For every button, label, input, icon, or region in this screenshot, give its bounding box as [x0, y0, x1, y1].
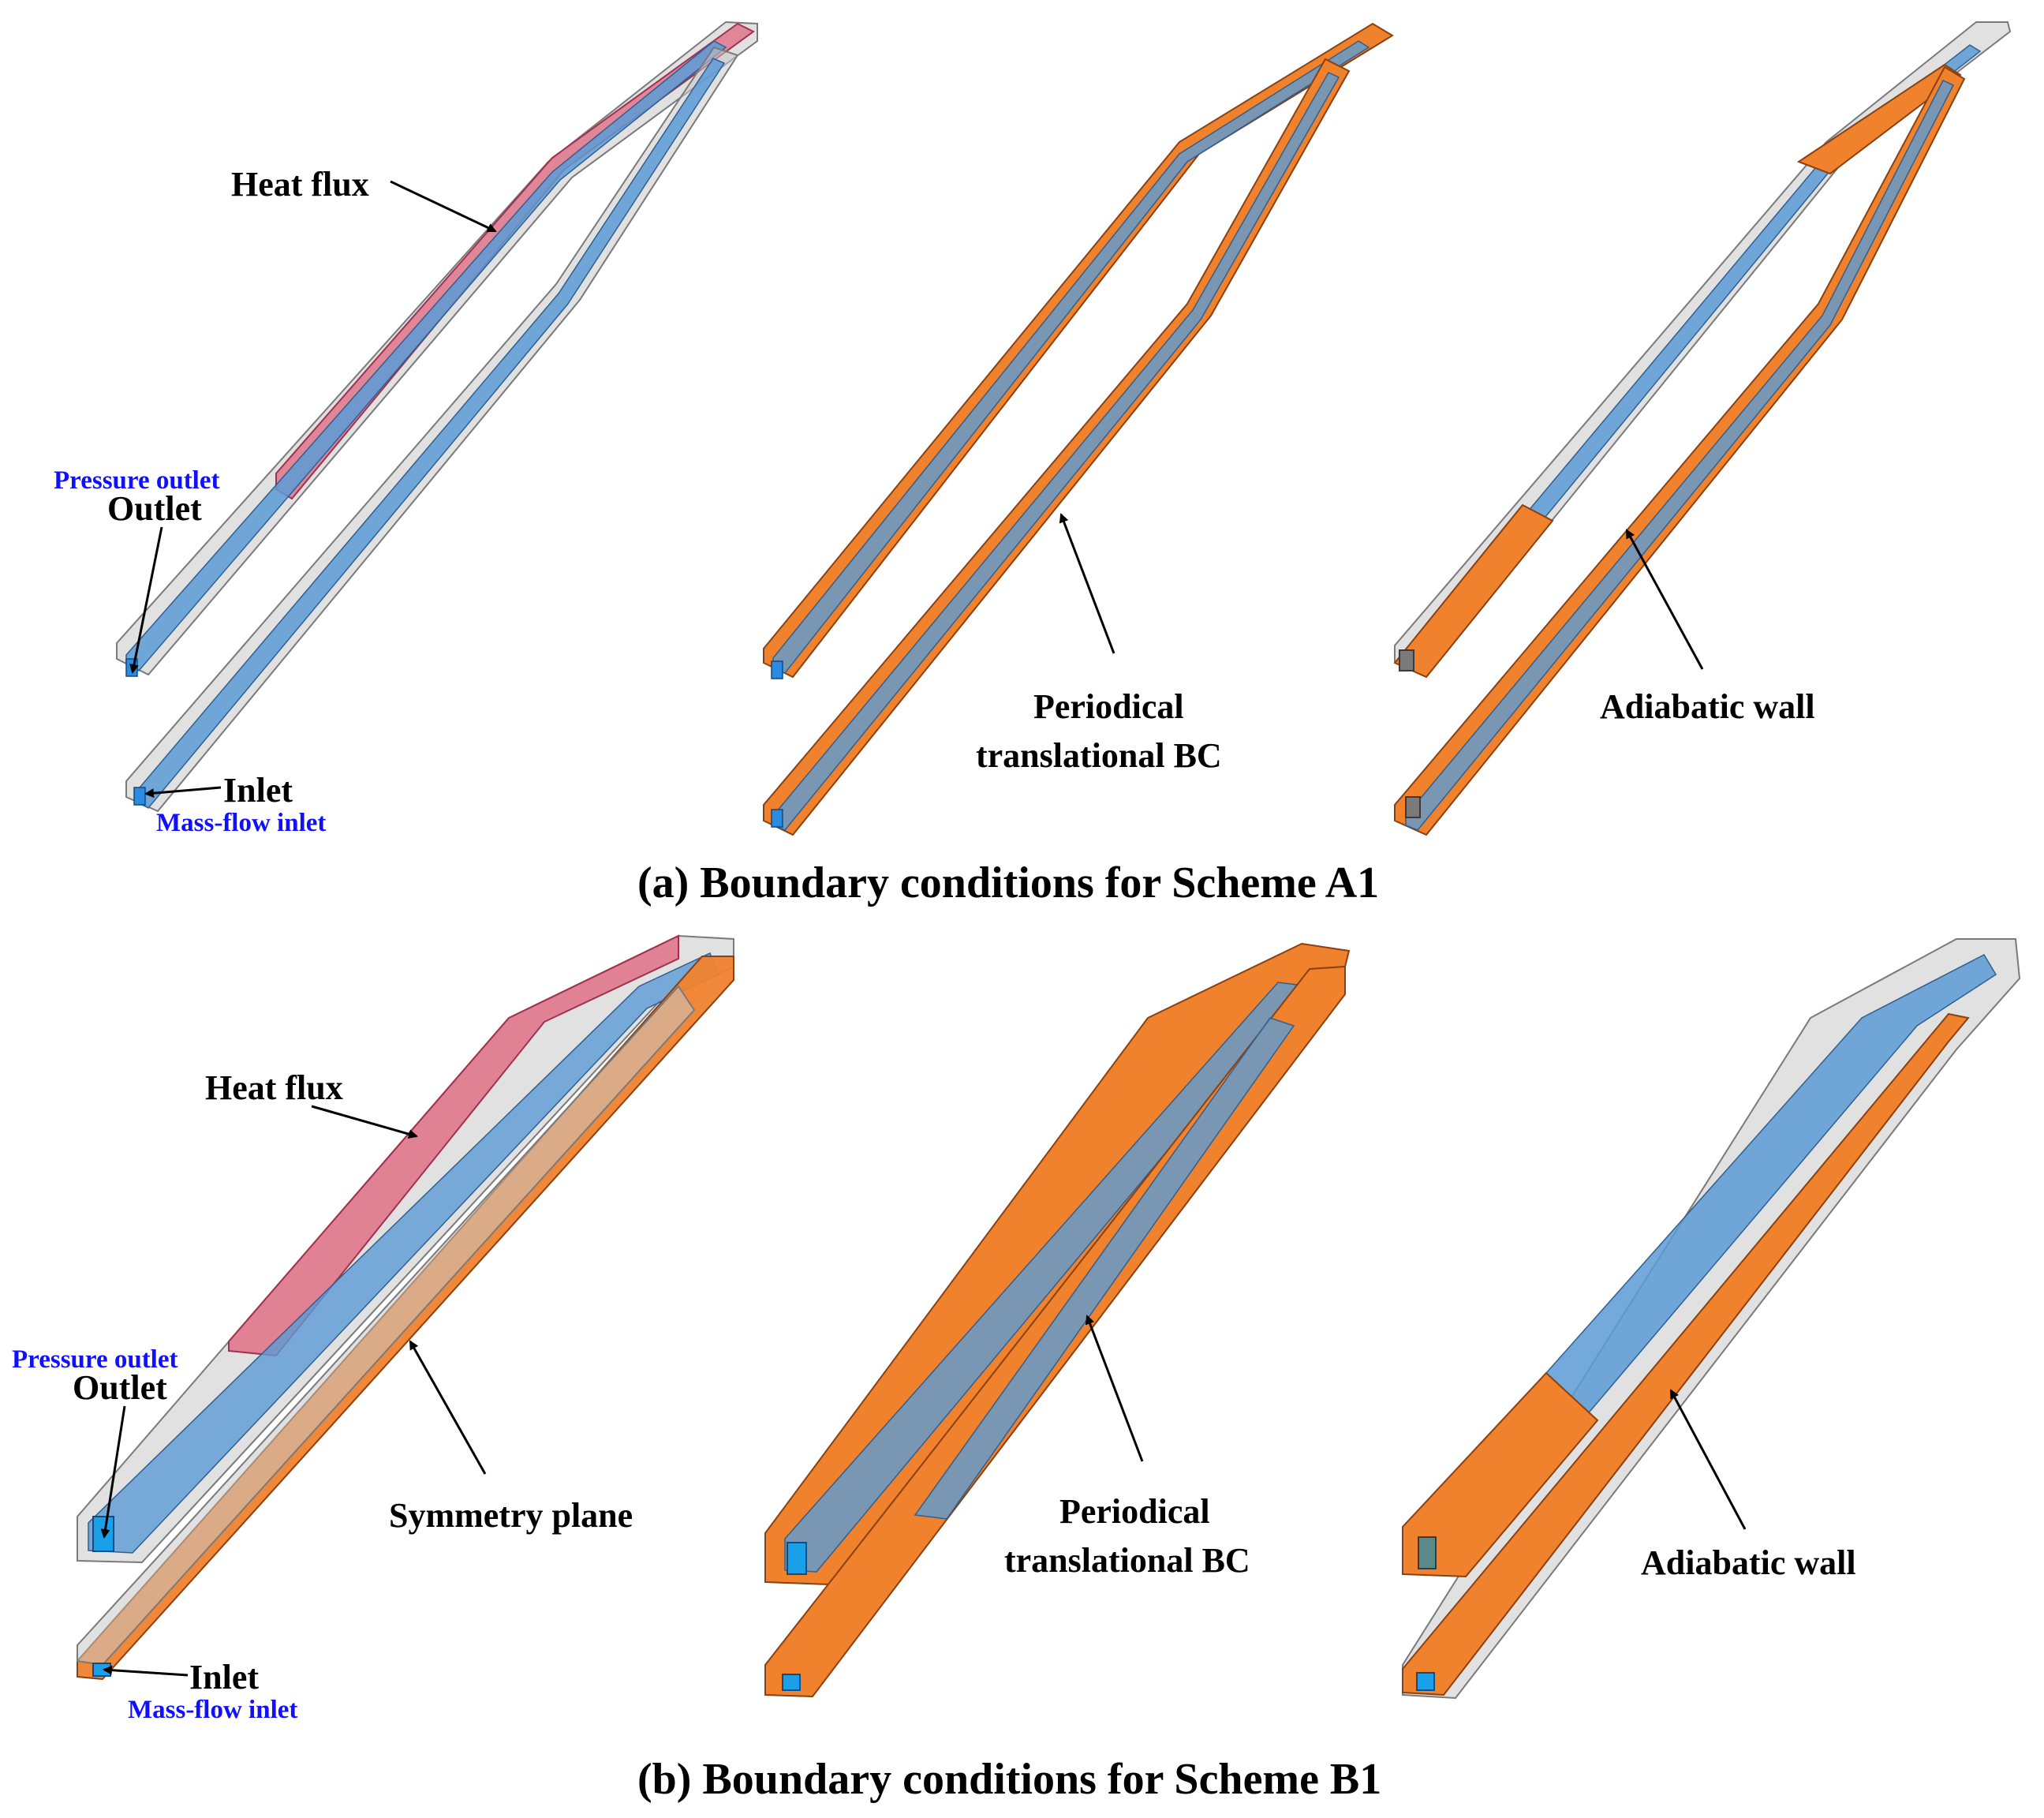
- b2-periodic-line1: Periodical: [1059, 1492, 1210, 1531]
- a2-periodic-line2: translational BC: [976, 736, 1222, 775]
- b1-heat-flux-label: Heat flux: [205, 1068, 343, 1107]
- b2-outlet-face: [787, 1542, 807, 1575]
- a1-heat-flux-arrow: [390, 180, 497, 233]
- b3-adiabatic-arrow: [1669, 1389, 1747, 1530]
- a1-inlet-face: [133, 787, 146, 806]
- b3-upper-adiabatic: [1402, 1371, 1599, 1578]
- a1-upper-solid: [116, 21, 758, 676]
- a3-upper-adiabatic-top: [1796, 63, 1962, 175]
- b1-heat-flux-arrow: [311, 1105, 418, 1139]
- a3-lower-fluid: [1405, 80, 1955, 831]
- b1-inlet-label: Inlet: [189, 1658, 259, 1696]
- b1-pressure-outlet-label: Pressure outlet: [12, 1345, 178, 1374]
- b1-symmetry-arrow: [409, 1340, 487, 1475]
- a1-inlet-label: Inlet: [223, 771, 293, 810]
- model-b2-geometry: [764, 942, 1351, 1698]
- b3-outlet-face: [1418, 1536, 1437, 1569]
- panel-a: Heat flux Pressure outlet Outlet Inlet M…: [54, 21, 2012, 907]
- model-b3-geometry: [1402, 938, 2021, 1700]
- b1-symmetry-label: Symmetry plane: [389, 1496, 633, 1535]
- b1-lower-solid: [77, 985, 696, 1666]
- a1-outlet-label: Outlet: [107, 489, 202, 528]
- b3-lower-adiabatic: [1402, 1012, 1970, 1696]
- b1-inlet-arrow: [103, 1665, 189, 1677]
- b3-adiabatic-label: Adiabatic wall: [1641, 1543, 1856, 1582]
- panel-a-caption: (a) Boundary conditions for Scheme A1: [637, 858, 1379, 907]
- model-b1-geometry: [77, 934, 734, 1681]
- panel-b-caption: (b) Boundary conditions for Scheme B1: [637, 1755, 1381, 1804]
- model-a1-geometry: [116, 21, 758, 813]
- model-a2-geometry: [763, 22, 1394, 836]
- a2-periodic-arrow: [1059, 513, 1115, 654]
- b2-periodic-arrow: [1085, 1315, 1144, 1462]
- a1-heat-flux-label: Heat flux: [231, 165, 369, 204]
- a2-lower-periodic: [763, 58, 1351, 836]
- a2-lower-fluid: [772, 72, 1340, 831]
- a1-lower-fluid: [135, 58, 726, 809]
- b3-inlet-face: [1416, 1672, 1435, 1691]
- a1-inlet-arrow: [144, 786, 222, 799]
- a1-outlet-arrow: [129, 526, 163, 674]
- a1-lower-solid: [125, 46, 739, 813]
- b1-mass-flow-inlet-label: Mass-flow inlet: [128, 1696, 297, 1724]
- a2-periodic-line1: Periodical: [1033, 687, 1184, 726]
- b1-outlet-arrow: [100, 1405, 126, 1539]
- a3-upper-adiabatic: [1393, 503, 1554, 679]
- a2-outlet-face: [771, 660, 783, 679]
- a1-mass-flow-inlet-label: Mass-flow inlet: [156, 809, 326, 837]
- a3-adiabatic-arrow: [1625, 529, 1704, 670]
- a2-upper-fluid: [772, 40, 1370, 674]
- model-a3-geometry: [1393, 21, 2012, 836]
- b2-periodic-line2: translational BC: [1004, 1541, 1250, 1580]
- b2-inlet-face: [782, 1674, 801, 1691]
- b1-fluid: [88, 952, 719, 1554]
- b1-outlet-label: Outlet: [73, 1368, 167, 1407]
- a1-upper-fluid: [125, 40, 727, 671]
- panel-b: Heat flux Pressure outlet Outlet Symmetr…: [12, 934, 2021, 1804]
- a3-adiabatic-label: Adiabatic wall: [1600, 687, 1815, 726]
- b1-outlet-face: [92, 1516, 114, 1552]
- a3-lower-adiabatic: [1394, 65, 1966, 836]
- a3-inlet-face: [1405, 796, 1421, 818]
- a1-pressure-outlet-label: Pressure outlet: [54, 466, 220, 495]
- a2-inlet-face: [771, 809, 783, 828]
- a3-outlet-face: [1399, 649, 1414, 671]
- b2-lower-fluid: [914, 1017, 1295, 1520]
- b3-upper-fluid: [1545, 954, 1997, 1417]
